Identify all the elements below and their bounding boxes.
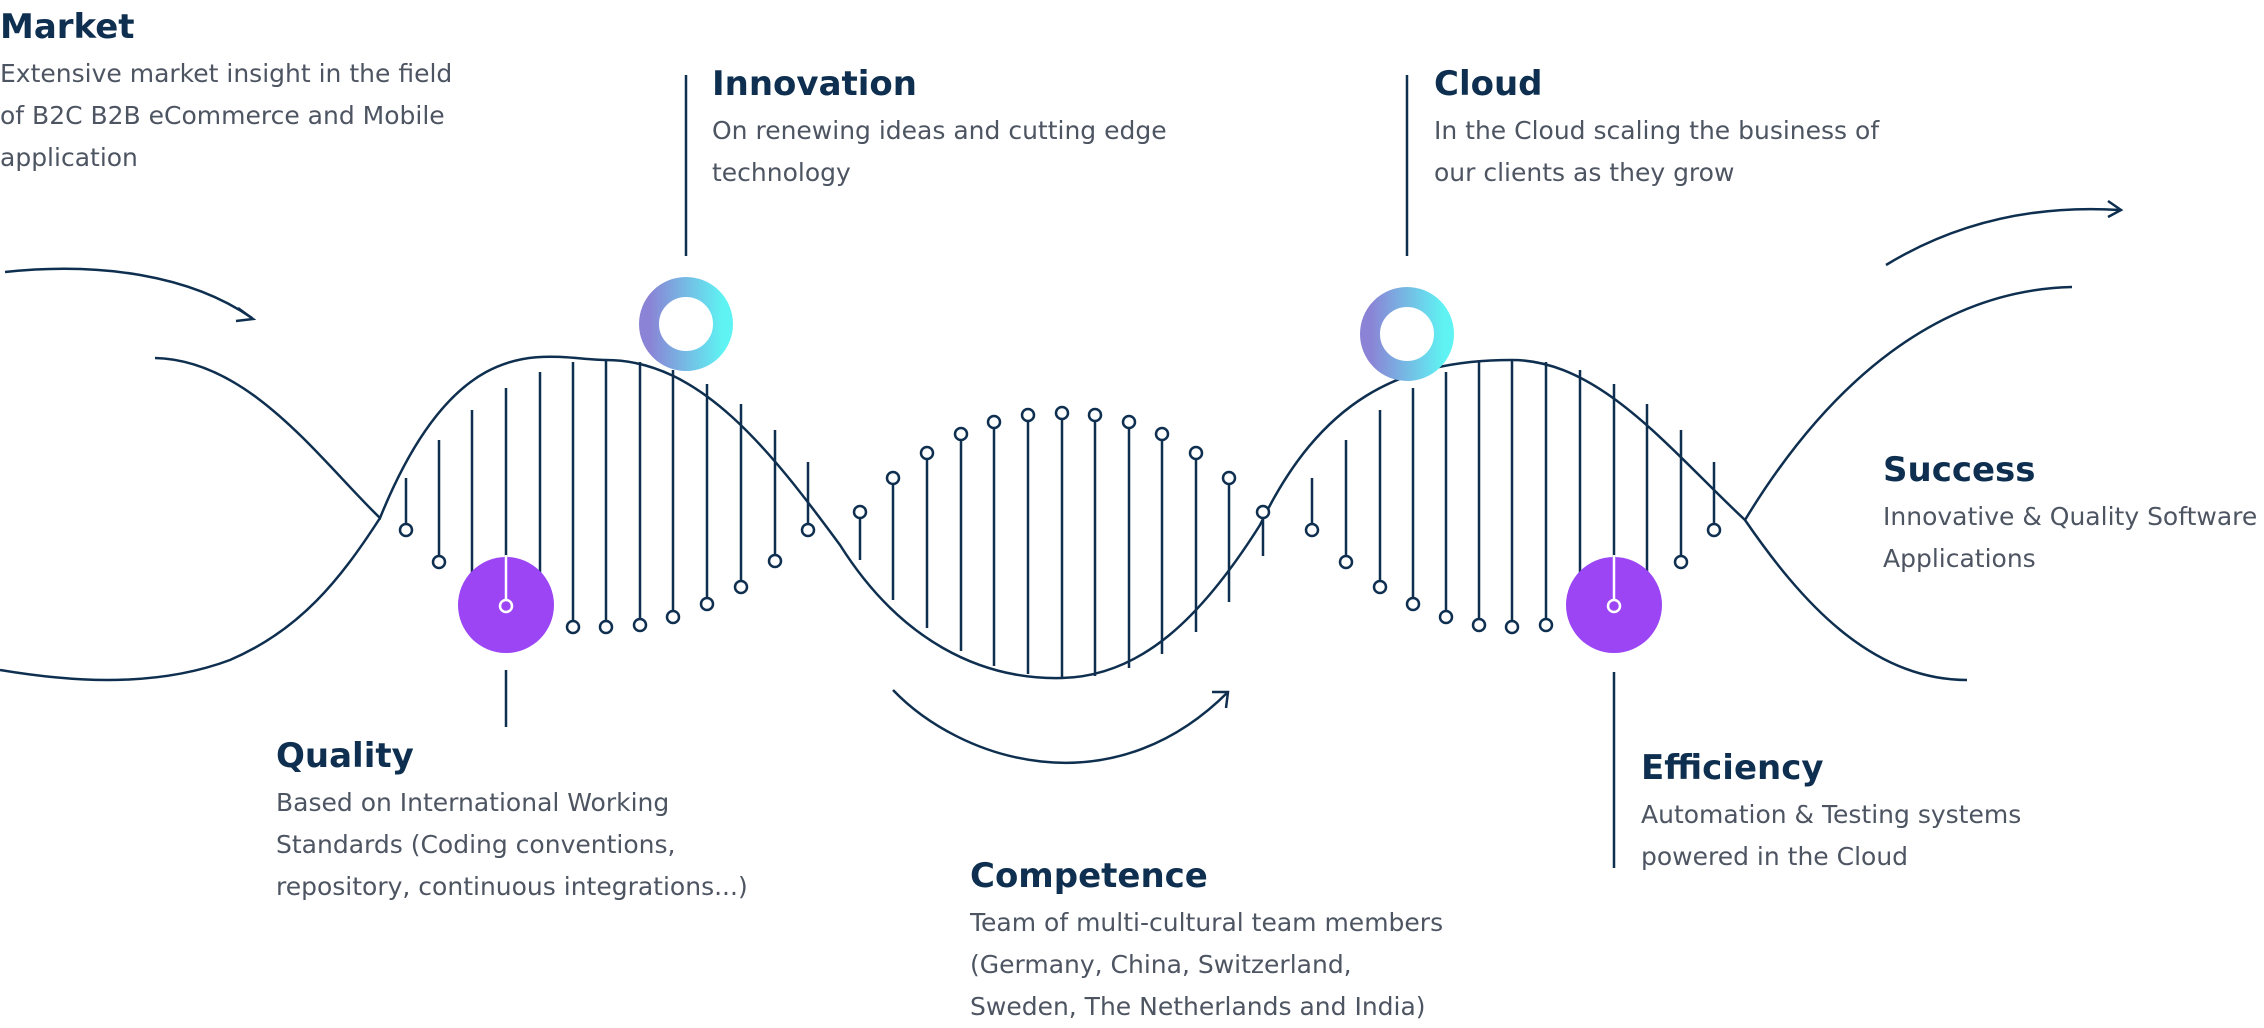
arrow-competence xyxy=(892,689,1229,765)
helix-strand-upper xyxy=(154,285,2073,680)
competence-desc-line-2: (Germany, China, Switzerland, xyxy=(970,949,1352,979)
success-title: Success xyxy=(1883,450,2036,490)
innovation-desc-line-1: On renewing ideas and cutting edge xyxy=(712,115,1167,145)
cloud-ring xyxy=(1360,287,1454,381)
market-block: Market Extensive market insight in the f… xyxy=(0,6,452,179)
arrow-success xyxy=(1885,207,2121,267)
cloud-desc-line-1: In the Cloud scaling the business of xyxy=(1434,115,1880,145)
rungs-middle xyxy=(852,405,1271,678)
quality-desc-line-3: repository, continuous integrations...) xyxy=(276,871,748,901)
quality-desc-line-2: Standards (Coding conventions, xyxy=(276,829,676,859)
quality-desc-line-1: Based on International Working xyxy=(276,787,670,817)
cloud-title: Cloud xyxy=(1434,64,1543,104)
market-desc-line-2: of B2C B2B eCommerce and Mobile xyxy=(0,100,445,130)
market-desc-line-1: Extensive market insight in the field xyxy=(0,58,453,88)
innovation-block: Innovation On renewing ideas and cutting… xyxy=(712,63,1167,194)
efficiency-desc-line-1: Automation & Testing systems xyxy=(1641,799,2022,829)
helix-strand-lower xyxy=(0,517,1968,682)
arrow-competence-head xyxy=(1212,690,1230,709)
innovation-desc-line-2: technology xyxy=(712,157,851,187)
quality-marker-dot xyxy=(498,598,514,614)
arrow-market xyxy=(4,267,253,320)
success-desc-line-1: Innovative & Quality Software xyxy=(1883,501,2258,531)
connectors xyxy=(504,75,1616,868)
competence-desc-line-1: Team of multi-cultural team members xyxy=(970,907,1444,937)
success-desc-line-2: Applications xyxy=(1883,543,2036,573)
innovation-ring xyxy=(639,277,733,371)
competence-title: Competence xyxy=(970,856,1208,896)
cloud-desc-line-2: our clients as they grow xyxy=(1434,157,1735,187)
success-block: Success Innovative & Quality Software Ap… xyxy=(1883,449,2257,580)
rungs-right xyxy=(1304,360,1722,635)
arrow-market-head xyxy=(235,306,257,323)
market-desc-line-3: application xyxy=(0,142,138,172)
competence-block: Competence Team of multi-cultural team m… xyxy=(970,855,1443,1028)
efficiency-title: Efficiency xyxy=(1641,748,1824,788)
efficiency-marker-dot xyxy=(1606,598,1622,614)
quality-block: Quality Based on International Working S… xyxy=(276,735,748,908)
innovation-title: Innovation xyxy=(712,64,917,104)
cloud-block: Cloud In the Cloud scaling the business … xyxy=(1434,63,1879,194)
quality-title: Quality xyxy=(276,736,414,776)
market-title: Market xyxy=(0,7,135,47)
competence-desc-line-3: Sweden, The Netherlands and India) xyxy=(970,991,1426,1021)
efficiency-desc-line-2: powered in the Cloud xyxy=(1641,841,1909,871)
arrow-success-head xyxy=(2107,199,2124,219)
efficiency-block: Efficiency Automation & Testing systems … xyxy=(1641,747,2021,878)
